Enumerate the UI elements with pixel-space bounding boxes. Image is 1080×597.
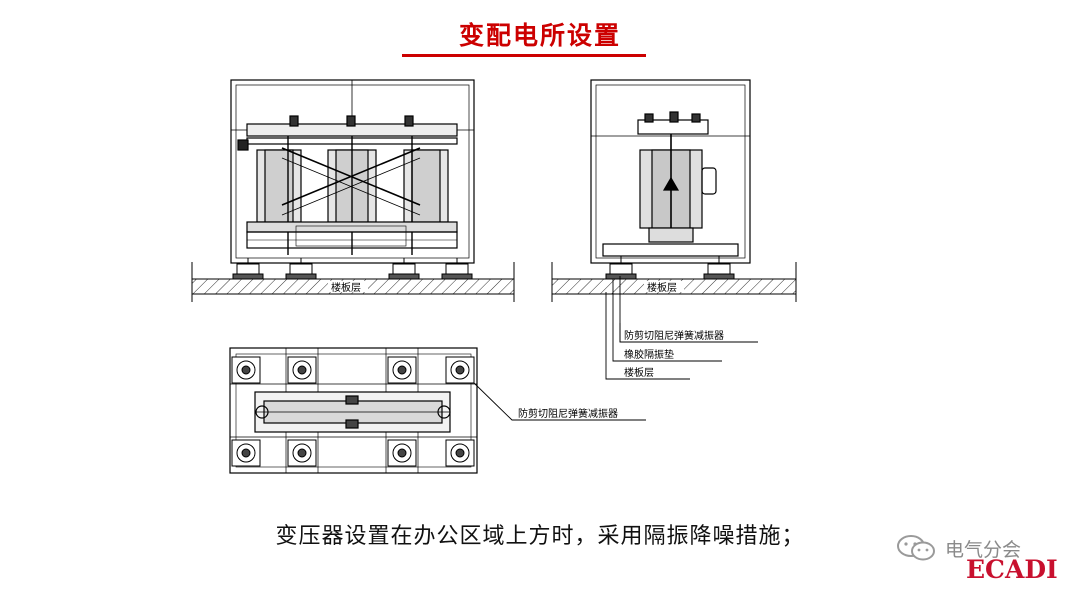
callout-damper: 防剪切阻尼弹簧减振器: [624, 329, 724, 342]
plan-outer-frame: [229, 347, 478, 474]
pad-7: [387, 439, 417, 467]
left-floor-slab: [191, 262, 515, 302]
watermark-channel: 电气分会: [945, 539, 1022, 561]
callout-rubber-pad: 橡胶隔振垫: [624, 348, 674, 361]
callout-leaders: [605, 276, 758, 380]
front-elevation-view: [230, 79, 475, 264]
floor-label-left: 楼板层: [331, 281, 361, 294]
base-frame: [246, 221, 458, 233]
pad-1: [231, 356, 261, 384]
pad-3: [387, 356, 417, 384]
enclosure-frame: [230, 79, 475, 264]
pad-2: [287, 356, 317, 384]
slide-caption: 变压器设置在办公区域上方时，采用隔振降噪措施；: [275, 524, 805, 549]
title-underline: [402, 54, 646, 57]
slide-title: 变配电所设置: [458, 21, 621, 50]
left-isolators: [232, 258, 473, 280]
floor-label-right: 楼板层: [647, 281, 677, 294]
plan-isolator-pads: [231, 356, 475, 467]
plan-view: [229, 347, 478, 474]
enclosure-frame-side: [590, 79, 751, 264]
callout-floor: 楼板层: [624, 366, 654, 379]
right-isolators: [605, 256, 735, 280]
plan-callout-leader: [473, 382, 646, 421]
plan-callout-damper: 防剪切阻尼弹簧减振器: [518, 407, 618, 420]
pad-8: [445, 439, 475, 467]
brand-logo: ECADI: [966, 555, 1058, 584]
side-elevation-view: [590, 79, 751, 264]
pad-4: [445, 356, 475, 384]
wechat-icon: [897, 535, 935, 561]
pad-5: [231, 439, 261, 467]
right-floor-slab: [551, 262, 797, 302]
pad-6: [287, 439, 317, 467]
